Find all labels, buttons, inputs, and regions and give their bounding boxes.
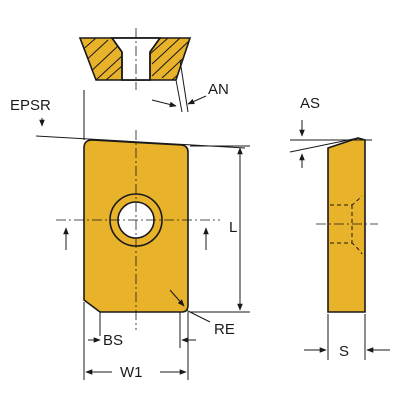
side-view (316, 137, 378, 313)
label-bs: BS (103, 332, 123, 349)
label-s: S (339, 343, 349, 360)
label-l: L (229, 219, 237, 236)
an-dimension: AN (151, 59, 229, 113)
side-hidden-top (330, 195, 363, 206)
w1-dimension: W1 (83, 302, 189, 381)
bs-dimension: BS (88, 312, 196, 349)
label-re: RE (214, 321, 235, 338)
label-epsr: EPSR (10, 97, 51, 114)
label-an: AN (208, 81, 229, 98)
s-dimension: S (304, 314, 390, 360)
l-dimension: L (190, 145, 250, 313)
front-view: EPSR (10, 90, 246, 330)
side-body (327, 137, 366, 313)
as-dimension: AS (289, 95, 372, 168)
side-hidden-bottom (330, 242, 363, 255)
label-as: AS (300, 95, 320, 112)
label-w1: W1 (120, 364, 143, 381)
section-view (78, 28, 192, 90)
re-dimension: RE (169, 289, 235, 338)
